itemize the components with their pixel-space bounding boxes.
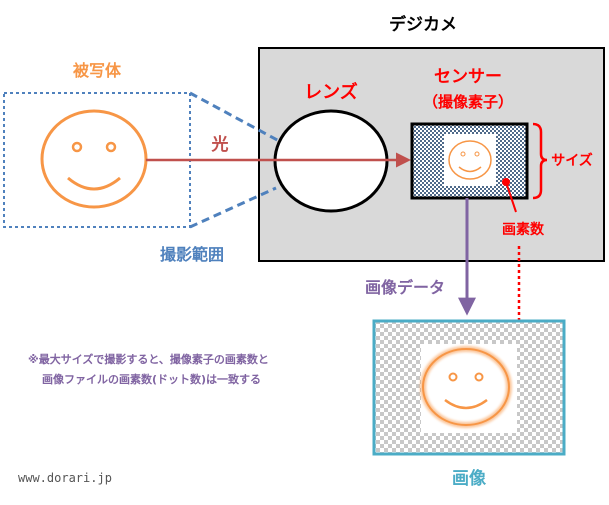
footer-url: www.dorari.jp — [18, 471, 112, 485]
sensor-image-area — [444, 134, 496, 186]
size-bracket — [532, 122, 548, 200]
projection-line-top — [189, 91, 282, 144]
projection-line-bottom — [189, 186, 277, 229]
smiley-sensor — [448, 140, 492, 180]
size-label: サイズ — [551, 152, 593, 169]
data-label: 画像データ — [365, 278, 445, 297]
note-line-2: 画像ファイルの画素数(ドット数)は一致する — [42, 372, 261, 386]
camera-title: デジカメ — [389, 14, 457, 35]
output-label: 画像 — [452, 469, 487, 489]
note-line-1: ※最大サイズで撮影すると、撮像素子の画素数と — [28, 352, 269, 366]
area-label: 撮影範囲 — [160, 245, 224, 264]
light-label: 光 — [211, 134, 229, 155]
subject-label: 被写体 — [73, 61, 122, 80]
smiley-output — [420, 346, 512, 428]
pixel-label: 画素数 — [502, 221, 545, 238]
sensor-sublabel: （撮像素子） — [423, 93, 513, 111]
sensor-label: センサー — [434, 67, 502, 87]
lens-label: レンズ — [304, 81, 358, 103]
pixel-connector — [505, 181, 517, 213]
